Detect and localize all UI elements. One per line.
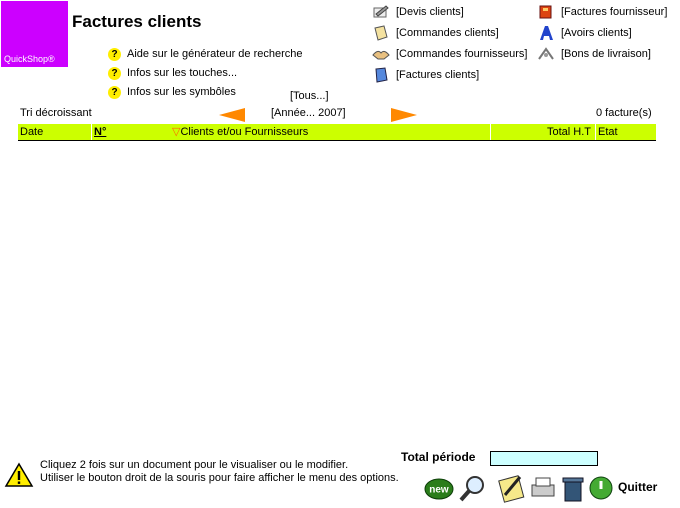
sort-order[interactable]: Tri décroissant xyxy=(20,107,92,119)
next-year-arrow-icon[interactable] xyxy=(391,108,417,122)
quickshop-logo: QuickShop® xyxy=(1,1,68,67)
question-icon: ? xyxy=(108,85,121,99)
nav-commandes-fournisseurs[interactable]: [Commandes fournisseurs] xyxy=(372,44,527,65)
col-clients[interactable]: ▽Clients et/ou Fournisseurs xyxy=(172,126,309,138)
delivery-icon xyxy=(538,47,554,60)
edit-icon[interactable] xyxy=(496,473,526,503)
quit-icon[interactable] xyxy=(586,473,616,503)
new-button[interactable]: new xyxy=(424,473,454,503)
quit-button[interactable]: Quitter xyxy=(618,480,658,494)
page-title: Factures clients xyxy=(72,12,202,31)
nav-links-left: [Devis clients] [Commandes clients] [Com… xyxy=(372,2,527,86)
credit-note-icon xyxy=(540,26,553,41)
col-number[interactable]: N° xyxy=(91,124,170,140)
table-header: Date N° ▽Clients et/ou Fournisseurs Tota… xyxy=(18,124,656,141)
nav-commandes-clients[interactable]: [Commandes clients] xyxy=(372,23,527,44)
help-link-keys[interactable]: ?Infos sur les touches... xyxy=(108,64,303,83)
svg-text:new: new xyxy=(429,485,449,496)
help-link-symbols[interactable]: ?Infos sur les symbôles xyxy=(108,83,303,102)
year-filter[interactable]: [Année... 2007] xyxy=(271,107,346,119)
sort-triangle-icon: ▽ xyxy=(172,126,181,138)
invoice-count: 0 facture(s) xyxy=(596,107,652,119)
nav-factures-fournisseur[interactable]: [Factures fournisseur] xyxy=(537,2,667,23)
supplier-invoice-icon xyxy=(539,5,552,19)
total-period-field xyxy=(490,451,598,466)
nav-devis-clients[interactable]: [Devis clients] xyxy=(372,2,527,23)
toolbar: new Quitter xyxy=(424,473,664,505)
help-link-search[interactable]: ?Aide sur le générateur de recherche xyxy=(108,45,303,64)
quote-icon xyxy=(373,5,389,18)
nav-bons-livraison[interactable]: [Bons de livraison] xyxy=(537,44,667,65)
logo-text: QuickShop® xyxy=(4,54,55,64)
hint-line-2: Utiliser le bouton droit de la souris po… xyxy=(40,472,399,484)
question-icon: ? xyxy=(108,66,121,80)
previous-year-arrow-icon[interactable] xyxy=(219,108,245,122)
help-list: ?Aide sur le générateur de recherche ?In… xyxy=(108,45,303,102)
handshake-icon xyxy=(372,51,390,60)
question-icon: ? xyxy=(108,47,121,61)
invoice-icon xyxy=(375,67,388,83)
hint-line-1: Cliquez 2 fois sur un document pour le v… xyxy=(40,459,349,471)
col-date[interactable]: Date xyxy=(20,126,44,138)
col-etat[interactable]: Etat xyxy=(595,124,656,140)
nav-factures-clients[interactable]: [Factures clients] xyxy=(372,65,527,86)
search-icon[interactable] xyxy=(458,473,488,503)
nav-links-right: [Factures fournisseur] [Avoirs clients] … xyxy=(537,2,667,65)
order-icon xyxy=(374,25,388,41)
warning-icon xyxy=(4,462,34,487)
print-icon[interactable] xyxy=(528,473,558,503)
all-filter[interactable]: [Tous...] xyxy=(290,90,329,102)
trash-icon[interactable] xyxy=(558,473,588,503)
total-period-label: Total période xyxy=(401,450,476,464)
col-total-ht[interactable]: Total H.T xyxy=(490,124,595,140)
nav-avoirs-clients[interactable]: [Avoirs clients] xyxy=(537,23,667,44)
